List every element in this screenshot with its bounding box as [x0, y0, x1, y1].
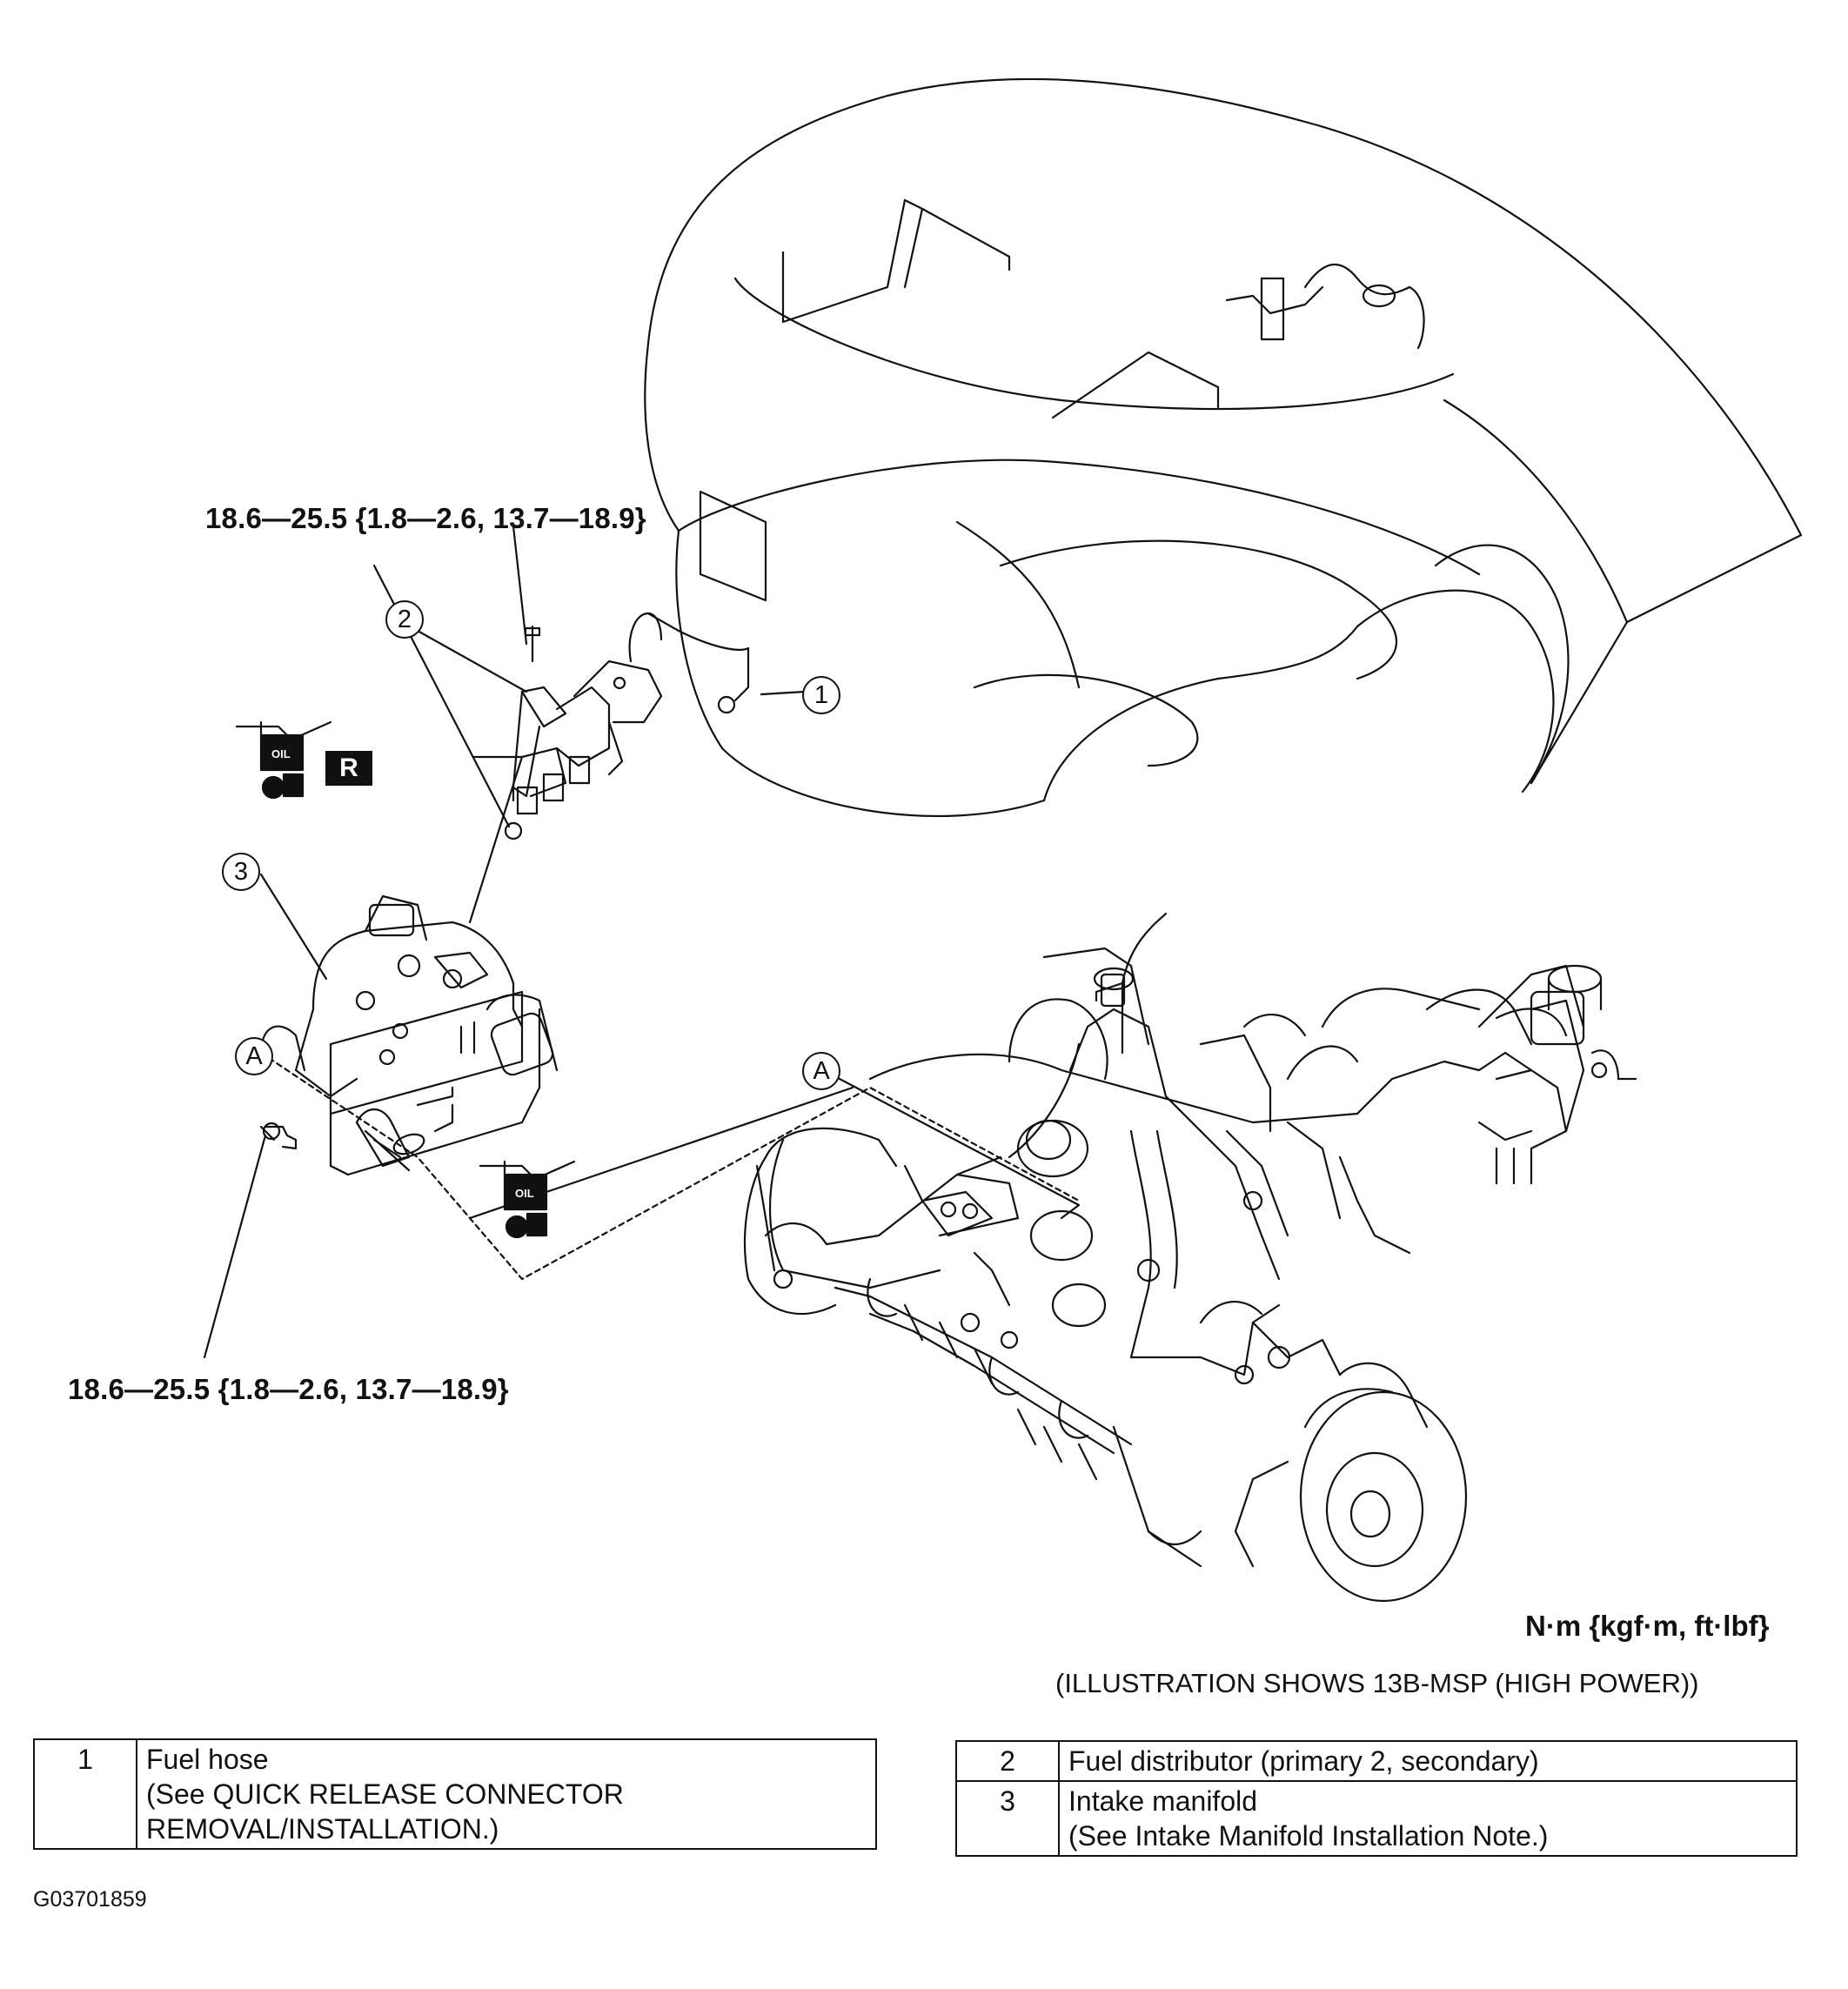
description-line: (See Intake Manifold Installation Note.)	[1068, 1820, 1549, 1852]
torque-spec-bottom: 18.6—25.5 {1.8—2.6, 13.7—18.9}	[68, 1373, 509, 1405]
vehicle-front-outline	[644, 77, 1803, 817]
engine-assembly-drawing	[744, 912, 1637, 1603]
document-id: G03701859	[33, 1887, 147, 1912]
callout-1: 1	[802, 676, 840, 714]
part-description: Fuel hose (See QUICK RELEASE CONNECTOR R…	[136, 1738, 877, 1850]
description-line: Intake manifold	[1068, 1785, 1258, 1817]
table-row: 1 Fuel hose (See QUICK RELEASE CONNECTOR…	[33, 1738, 877, 1850]
part-number: 2	[955, 1740, 1060, 1782]
oil-can-icon	[479, 1160, 576, 1239]
intake-manifold-drawing	[259, 894, 559, 1176]
part-description: Intake manifold (See Intake Manifold Ins…	[1058, 1780, 1798, 1857]
parts-table-left: 1 Fuel hose (See QUICK RELEASE CONNECTOR…	[33, 1738, 877, 1850]
leader-lines	[203, 525, 1081, 1359]
parts-table-right: 2 Fuel distributor (primary 2, secondary…	[955, 1740, 1798, 1857]
torque-spec-top: 18.6—25.5 {1.8—2.6, 13.7—18.9}	[205, 502, 646, 534]
table-row: 2 Fuel distributor (primary 2, secondary…	[955, 1740, 1798, 1782]
illustration-note: (ILLUSTRATION SHOWS 13B-MSP (HIGH POWER)…	[1055, 1668, 1699, 1698]
part-number: 1	[33, 1738, 137, 1850]
bolt-drawing	[262, 1122, 298, 1150]
callout-a-engine: A	[802, 1052, 840, 1090]
torque-units: N·m {kgf·m, ft·lbf}	[1525, 1610, 1770, 1642]
table-row: 3 Intake manifold (See Intake Manifold I…	[955, 1780, 1798, 1857]
fuel-distributor-drawing	[504, 612, 750, 840]
part-description: Fuel distributor (primary 2, secondary)	[1058, 1740, 1798, 1782]
callout-a-manifold: A	[235, 1037, 273, 1075]
description-line: Fuel distributor (primary 2, secondary)	[1068, 1745, 1539, 1777]
callout-2: 2	[385, 600, 424, 639]
oil-label-top: OIL	[271, 747, 291, 760]
part-number: 3	[955, 1780, 1060, 1857]
description-line: (See QUICK RELEASE CONNECTOR	[146, 1778, 624, 1810]
callout-3: 3	[222, 853, 260, 891]
description-line: Fuel hose	[146, 1744, 269, 1775]
description-line: REMOVAL/INSTALLATION.)	[146, 1813, 499, 1845]
oil-can-icon	[235, 720, 332, 800]
oil-label-bottom: OIL	[515, 1187, 534, 1200]
replace-badge: R	[325, 751, 372, 786]
